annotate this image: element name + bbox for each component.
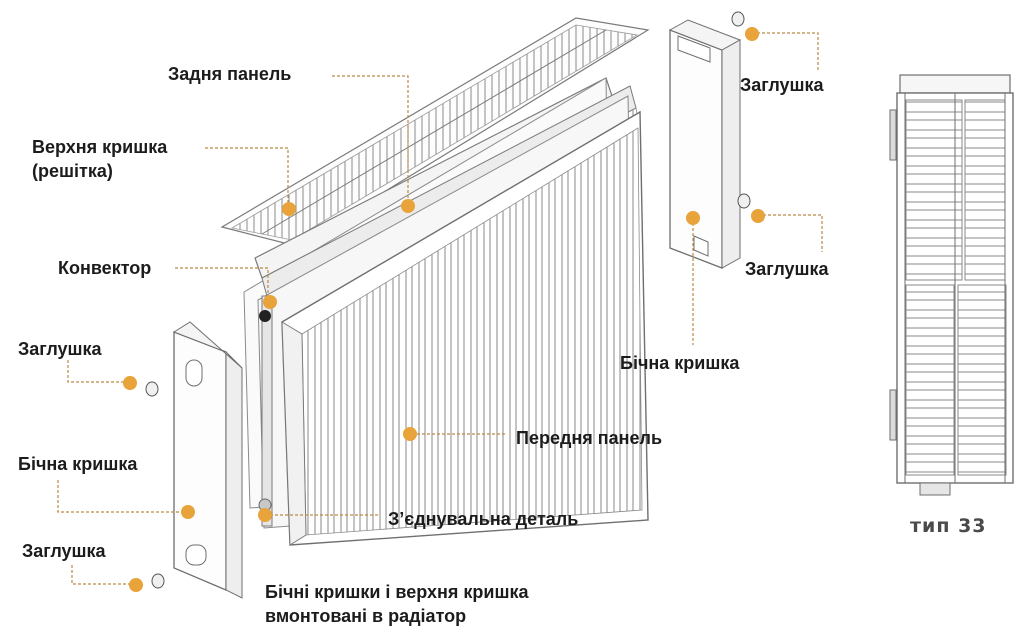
label-side-cover-left: Бічна кришка xyxy=(18,454,138,474)
label-plug-right-mid: Заглушка xyxy=(745,259,829,279)
note-line-1: Бічні кришки і верхня кришка xyxy=(265,582,529,602)
label-side-cover-right: Бічна кришка xyxy=(620,353,740,373)
type-label: тип 33 xyxy=(910,515,987,537)
marker-dots xyxy=(123,27,765,592)
label-back-panel: Задня панель xyxy=(168,64,292,84)
right-side-cover xyxy=(668,19,742,269)
leader-lines xyxy=(57,32,823,585)
label-convector: Конвектор xyxy=(58,258,152,278)
label-connector: З’єднувальна деталь xyxy=(388,509,579,529)
note-line-2: вмонтовані в радіатор xyxy=(265,606,467,626)
cross-section-type33 xyxy=(889,74,1014,496)
left-side-cover xyxy=(172,321,243,599)
label-front-panel: Передня панель xyxy=(516,428,663,448)
plug-cap-icon xyxy=(145,11,751,589)
label-top-cover: Верхня кришка xyxy=(32,137,168,157)
label-top-cover-sub: (решітка) xyxy=(32,161,113,181)
label-plug-right-top: Заглушка xyxy=(740,75,824,95)
label-plug-left-bottom: Заглушка xyxy=(22,541,106,561)
label-plug-left-top: Заглушка xyxy=(18,339,102,359)
top-grill-cover xyxy=(220,17,650,247)
front-panel-shape xyxy=(281,110,649,546)
pipe-end-icon xyxy=(259,310,271,322)
